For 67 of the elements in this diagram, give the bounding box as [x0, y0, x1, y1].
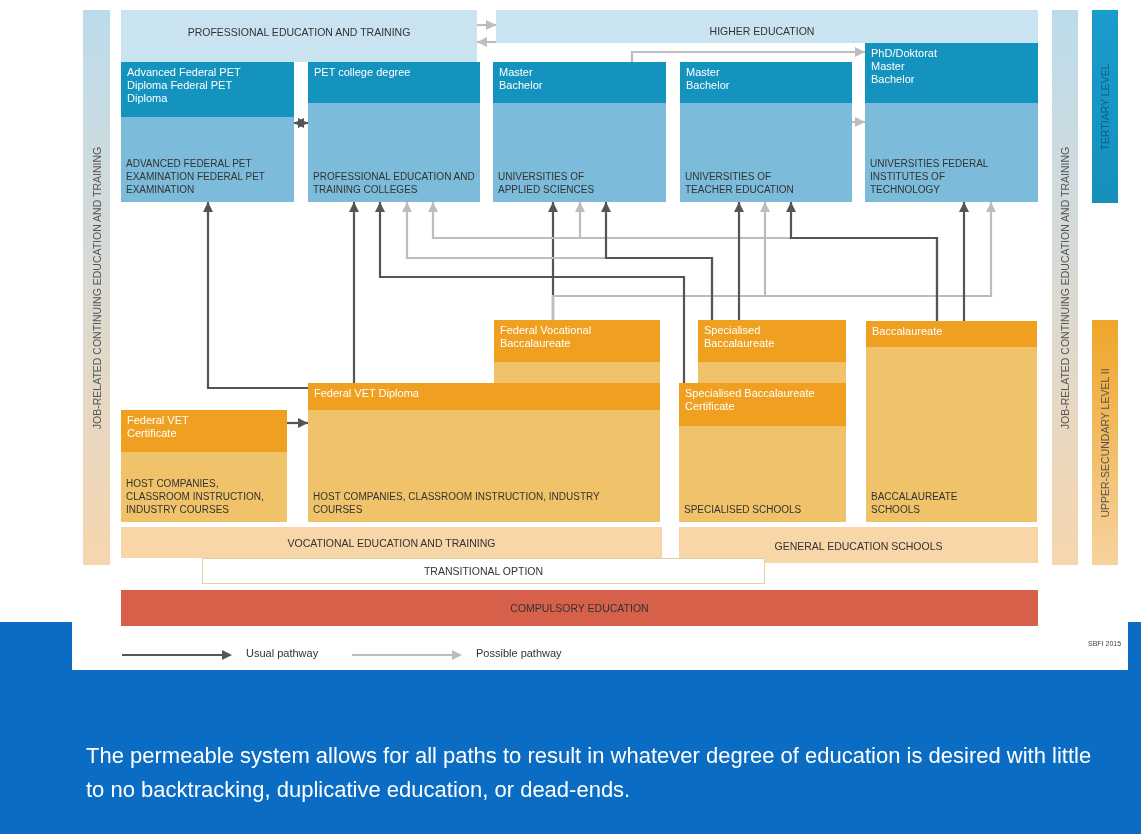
school-label: UNIVERSITIES OF TEACHER EDUCATION [685, 170, 795, 196]
band-label: TRANSITIONAL OPTION [422, 565, 545, 577]
school-box [308, 62, 480, 202]
school-box [493, 62, 666, 202]
legend-label: Possible pathway [476, 647, 562, 659]
school-box [698, 320, 846, 383]
degree-header: Master Bachelor [680, 62, 852, 103]
band-label: JOB-RELATED CONTINUING EDUCATION AND TRAINING [1059, 146, 1071, 429]
pathway-arrow [601, 202, 714, 320]
school-label: SPECIALISED SCHOOLS [684, 503, 803, 516]
school-label: ADVANCED FEDERAL PET EXAMINATION FEDERAL PET EXAMINATION [126, 157, 266, 196]
degree-header: Federal Vocational Baccalaureate [494, 320, 660, 362]
school-box [679, 383, 846, 522]
side-band [1052, 10, 1078, 565]
degree-header: Federal VET Diploma [308, 383, 660, 410]
level-band [202, 558, 765, 584]
side-band [1092, 320, 1118, 565]
school-label: PROFESSIONAL EDUCATION AND TRAINING COLLEGES [313, 170, 476, 196]
level-band [121, 590, 1038, 626]
pathway-arrow [294, 118, 308, 128]
degree-header: Master Bachelor [493, 62, 666, 103]
school-box [865, 43, 1038, 202]
level-band [496, 10, 1038, 43]
degree-header: Baccalaureate [866, 321, 1037, 347]
school-box [866, 321, 1037, 522]
band-label: VOCATIONAL EDUCATION AND TRAINING [286, 537, 497, 549]
school-label: HOST COMPANIES, CLASSROOM INSTRUCTION, INDUSTRY COURSES [313, 490, 601, 516]
pathway-arrow [852, 117, 865, 127]
school-box [121, 410, 287, 522]
band-label: COMPULSORY EDUCATION [509, 602, 650, 614]
school-label: UNIVERSITIES OF APPLIED SCIENCES [498, 170, 596, 196]
side-band [83, 10, 110, 565]
degree-header: Federal VET Certificate [121, 410, 287, 452]
pathway-arrow [786, 202, 939, 321]
pathway-arrow [375, 202, 686, 383]
band-label: GENERAL EDUCATION SCHOOLS [773, 540, 944, 552]
degree-header: PET college degree [308, 62, 480, 103]
school-box [121, 62, 294, 202]
level-band [121, 10, 477, 62]
school-box [308, 383, 660, 522]
pathway-arrow [959, 202, 969, 321]
degree-header: Specialised Baccalaureate [698, 320, 846, 362]
pathway-arrow [477, 37, 496, 47]
pathway-arrow [349, 202, 359, 383]
band-label: PROFESSIONAL EDUCATION AND TRAINING [186, 26, 412, 38]
degree-header: Specialised Baccalaureate Certificate [679, 383, 846, 426]
degree-header: PhD/Doktorat Master Bachelor [865, 43, 1038, 103]
pathway-arrow [734, 202, 744, 320]
school-box [680, 62, 852, 202]
band-label: HIGHER EDUCATION [708, 25, 816, 37]
level-band [679, 527, 1038, 563]
band-label: TERTIARY LEVEL [1099, 63, 1111, 150]
pathway-arrow [477, 20, 496, 30]
school-label: HOST COMPANIES, CLASSROOM INSTRUCTION, INDUSTRY COURSES [126, 477, 265, 516]
legend-label: Usual pathway [246, 647, 319, 659]
school-box [494, 320, 660, 383]
level-band [121, 527, 662, 558]
degree-header: Advanced Federal PET Diploma Federal PET Diploma [121, 62, 294, 117]
school-label: UNIVERSITIES FEDERAL INSTITUTES OF TECHNOLOGY [870, 157, 989, 196]
pathway-arrow [630, 47, 865, 62]
band-label: JOB-RELATED CONTINUING EDUCATION AND TRAINING [90, 146, 103, 429]
band-label: UPPER-SECUNDARY LEVEL II [1099, 367, 1111, 518]
school-label: BACCALAUREATE SCHOOLS [871, 490, 959, 516]
side-band [1092, 10, 1118, 203]
pathway-arrow [287, 418, 308, 428]
caption: The permeable system allows for all paths to result in whatever degree of education is desired with little to no backtracking, duplicative education, or dead-ends. [86, 742, 1093, 804]
pathway-arrow [203, 202, 308, 390]
